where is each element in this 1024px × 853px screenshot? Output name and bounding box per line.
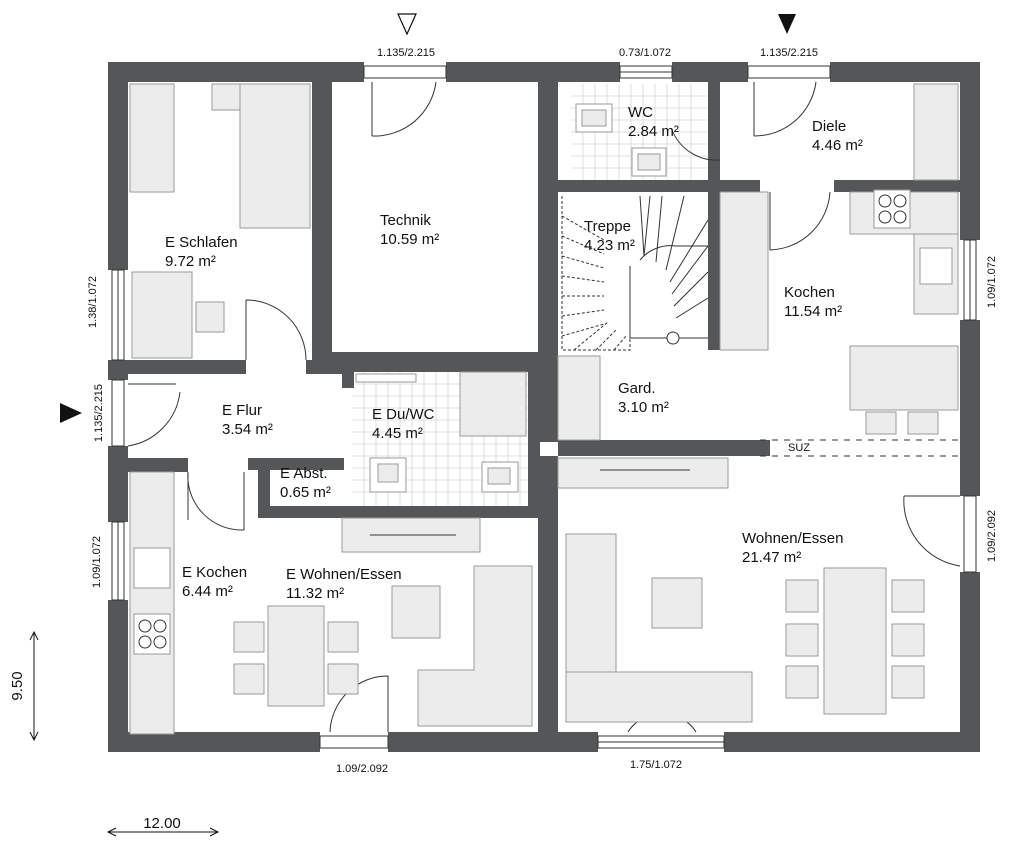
nightstand [211, 83, 241, 111]
wardrobe-gard [557, 355, 601, 441]
closet [913, 83, 959, 181]
doors [111, 65, 977, 749]
room-name-wohnen-essen: Wohnen/Essen [742, 530, 843, 547]
walls [108, 62, 980, 752]
dim-top-left-door: 1.135/2.215 [377, 47, 435, 59]
dim-bottom-window: 1.75/1.072 [630, 759, 682, 771]
chair [195, 301, 225, 333]
counter-left [719, 191, 769, 351]
entrance-triangle-open [397, 13, 417, 36]
room-area-e-schlafen: 9.72 m² [165, 253, 216, 270]
room-area-e-flur: 3.54 m² [222, 421, 273, 438]
room-name-wc: WC [628, 104, 653, 121]
room-name-e-schlafen: E Schlafen [165, 234, 238, 251]
wardrobe [129, 83, 175, 193]
dim-right-kochen-window: 1.09/1.072 [986, 256, 998, 308]
entrance-triangle-filled-top [778, 14, 796, 34]
room-name-kochen: Kochen [784, 284, 835, 301]
dim-top-wc-window: 0.73/1.072 [619, 47, 671, 59]
desk [131, 271, 193, 359]
room-name-diele: Diele [812, 118, 846, 135]
room-name-gard: Gard. [618, 380, 656, 397]
room-area-e-kochen: 6.44 m² [182, 583, 233, 600]
room-name-e-wohnen-essen: E Wohnen/Essen [286, 566, 402, 583]
suz-label: SUZ [788, 442, 810, 454]
entrance-markers [60, 13, 796, 423]
sink [919, 247, 953, 285]
dim-left-flur-door: 1.135/2.215 [93, 384, 105, 442]
room-area-treppe: 4.23 m² [584, 237, 635, 254]
room-area-e-du-wc: 4.45 m² [372, 425, 423, 442]
room-labels: E Schlafen 9.72 m² Technik 10.59 m² WC 2… [165, 104, 863, 602]
room-name-e-du-wc: E Du/WC [372, 406, 435, 423]
coffee-table [651, 577, 703, 629]
dim-left-kochen-window: 1.09/1.072 [91, 536, 103, 588]
room-area-diele: 4.46 m² [812, 137, 863, 154]
shower [459, 371, 527, 437]
room-area-technik: 10.59 m² [380, 231, 439, 248]
furniture [129, 83, 960, 735]
room-name-technik: Technik [380, 212, 431, 229]
opening-dimensions: 1.135/2.215 0.73/1.072 1.135/2.215 1.38/… [87, 47, 998, 775]
room-name-treppe: Treppe [584, 218, 631, 235]
overall-dimensions: 9.50 12.00 [9, 630, 220, 837]
room-area-e-wohnen-essen: 11.32 m² [286, 585, 344, 602]
stove [873, 189, 911, 229]
room-name-e-flur: E Flur [222, 402, 262, 419]
dim-top-right-door: 1.135/2.215 [760, 47, 818, 59]
room-name-e-abst: E Abst. [280, 465, 328, 482]
bed [239, 83, 311, 229]
entrance-triangle-filled-left [60, 403, 82, 423]
room-area-wohnen-essen: 21.47 m² [742, 549, 801, 566]
room-area-e-abst: 0.65 m² [280, 484, 331, 501]
e-dining-table [267, 605, 325, 707]
sideboard [557, 457, 729, 489]
room-name-e-kochen: E Kochen [182, 564, 247, 581]
staircase [561, 195, 709, 351]
kitchen-island [849, 345, 959, 411]
dim-bottom-left-door: 1.09/2.092 [336, 763, 388, 775]
dim-left-schlafen-window: 1.38/1.072 [87, 276, 99, 328]
room-area-kochen: 11.54 m² [784, 303, 842, 320]
room-area-wc: 2.84 m² [628, 123, 679, 140]
e-kitchen-counter [129, 471, 175, 735]
width-dimension: 12.00 [143, 815, 181, 832]
dim-right-wohnen-door: 1.09/2.092 [986, 510, 998, 562]
dining-table [823, 567, 887, 715]
room-area-gard: 3.10 m² [618, 399, 669, 416]
height-dimension: 9.50 [9, 671, 26, 700]
windows [111, 65, 977, 749]
